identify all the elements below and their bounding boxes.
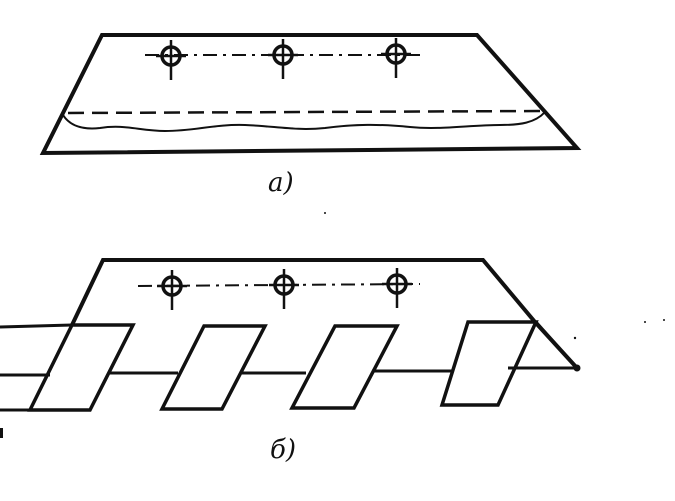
panel-a-label: a) (268, 168, 294, 198)
hidden-edge-dashed (67, 109, 544, 115)
blade-outline (39, 33, 582, 156)
mounting-hole-icon (156, 40, 186, 80)
blade-upper-outline (70, 258, 579, 370)
panel-a-holes (156, 38, 411, 80)
mounting-hole-icon (381, 38, 411, 78)
panel-b-label: б) (270, 435, 297, 465)
wavy-cutting-edge (62, 111, 546, 133)
mounting-hole-icon (157, 270, 187, 310)
insert-plate (27, 323, 136, 412)
mounting-hole-icon (268, 39, 298, 79)
blade-right-edge (534, 321, 579, 369)
mounting-hole-icon (269, 269, 299, 309)
blade-tip-dot (573, 364, 581, 372)
scan-specks (0, 212, 665, 438)
mounting-hole-icon (382, 268, 412, 308)
insert-plate (159, 324, 268, 411)
panel-a-blade (39, 33, 582, 156)
hole-centerline (137, 283, 421, 287)
panel-b-holes (157, 268, 412, 310)
insert-plate (439, 320, 539, 407)
insert-plate (289, 324, 400, 410)
blade-left-extension (0, 323, 73, 329)
panel-b-blade (0, 258, 579, 412)
